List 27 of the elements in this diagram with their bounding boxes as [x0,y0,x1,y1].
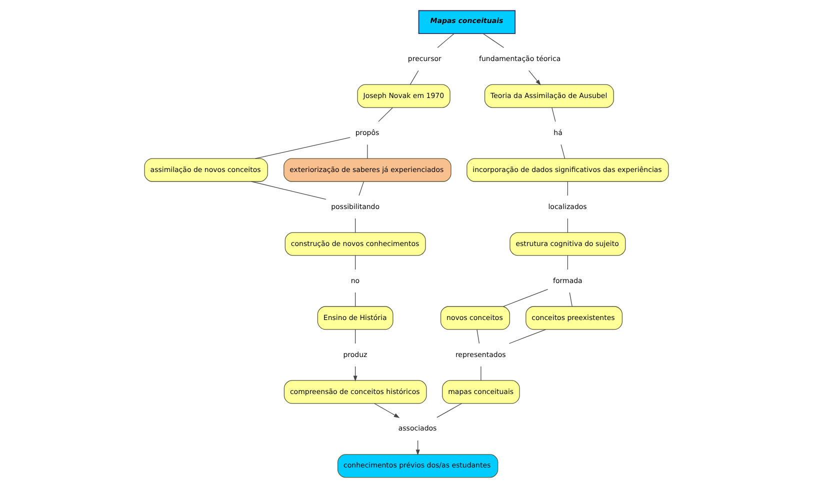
connector [378,107,393,122]
connector [560,144,566,159]
connector [410,70,419,85]
connector [367,144,368,159]
arrow [528,70,541,86]
connector [567,255,568,270]
connector [567,181,568,196]
connector [355,255,356,270]
connector [476,329,480,344]
connector [480,366,482,381]
connector [358,181,364,196]
connector [508,329,546,344]
connector [569,292,572,307]
arrow [353,366,358,382]
connector [437,33,454,48]
connector [436,403,462,418]
connector [355,292,356,307]
connector [355,218,356,233]
connector [552,107,556,122]
connector [254,137,350,159]
arrow [374,403,400,418]
connector [503,288,548,307]
connector [567,218,568,233]
connector [355,329,356,344]
arrow [416,440,420,456]
connector [482,33,504,48]
connector [251,181,326,200]
